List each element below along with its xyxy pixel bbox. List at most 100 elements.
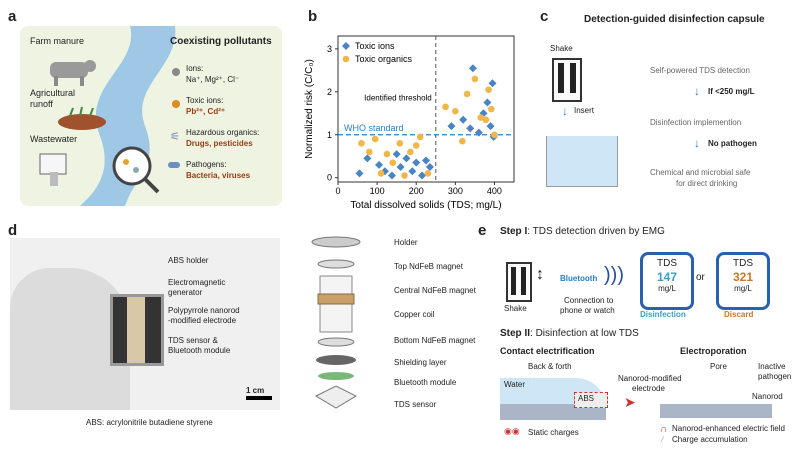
panel-a-illustration <box>39 26 176 206</box>
y-tick-label: 2 <box>327 87 332 97</box>
toxic-organics-point <box>485 86 492 93</box>
electroporation-heading: Electroporation <box>680 346 747 356</box>
toxic-organics-point <box>401 172 408 179</box>
step-arrow-icon-1: ↓ <box>694 84 700 98</box>
exploded-copper-coil: Copper coil <box>394 310 435 319</box>
toxic-organics-point <box>442 103 449 111</box>
step2-bold: Step II <box>500 328 531 339</box>
toxic-organics-point <box>488 105 495 113</box>
photo-caption: ABS: acrylonitrile butadiene styrene <box>86 418 213 427</box>
pollutant-pathogens-detail: Bacteria, viruses <box>186 171 251 180</box>
abs-block <box>574 392 608 408</box>
photo-label-emg-1: Electromagnetic <box>168 278 226 287</box>
photo-label-electrode-2: -modified electrode <box>168 316 237 325</box>
pollutant-ions-detail: Na⁺, Mg²⁺, Cl⁻ <box>186 75 240 84</box>
panel-c-label: c <box>540 8 549 25</box>
toxic-ions-point <box>402 154 411 163</box>
capsule-step-drinking: for direct drinking <box>676 179 738 188</box>
toxic-organics-point <box>452 107 459 115</box>
tds-display-bad: TDS 321 mg/L <box>716 252 770 310</box>
wastewater-outlet-icon <box>39 153 67 186</box>
scale-bar-label: 1 cm <box>246 386 265 395</box>
step1-bold: Step I <box>500 226 528 237</box>
toxic-ions-point <box>375 160 384 169</box>
nanorod-electrode-line-2: electrode <box>632 384 665 393</box>
river-stream <box>80 26 176 206</box>
step1-heading: Step I: TDS detection driven by EMG <box>500 226 665 238</box>
orange-ion-icon <box>172 100 180 108</box>
bluetooth-label: Bluetooth <box>560 274 598 283</box>
exploded-view <box>296 236 376 416</box>
panel-b-label: b <box>308 8 318 25</box>
water-label: Water <box>504 380 526 389</box>
water-cup <box>546 136 618 187</box>
toxic-ions-point <box>412 158 421 167</box>
toxic-organics-point <box>365 148 373 156</box>
capsule-step-condition: If <250 mg/L <box>708 87 755 96</box>
accumulation-icon: ⁄ <box>662 435 664 444</box>
toxic-organics-point <box>424 170 432 177</box>
exploded-bluetooth: Bluetooth module <box>394 378 457 387</box>
toxic-ions-point <box>459 115 468 124</box>
toxic-ions-point <box>488 79 497 88</box>
static-charges-label: Static charges <box>528 428 579 437</box>
connection-line-2: phone or watch <box>560 306 615 315</box>
nanorod-label: Nanorod <box>752 392 783 401</box>
electrode-base <box>500 404 606 420</box>
toxic-organics-point <box>396 140 404 147</box>
signal-waves-icon: ))) <box>604 264 624 286</box>
capsule-step-safe: Chemical and microbial safe <box>650 168 751 177</box>
exploded-tds-sensor: TDS sensor <box>394 400 437 409</box>
gray-ion-icon <box>172 68 180 76</box>
who-annotation: WHO standard <box>344 123 404 133</box>
toxic-organics-point <box>416 133 424 141</box>
soil-runoff-icon <box>58 106 106 130</box>
transition-arrow-icon: ➤ <box>624 394 636 410</box>
source-farm-manure: Farm manure <box>30 36 85 46</box>
inactive-line-1: Inactive <box>758 362 786 371</box>
exploded-view-svg <box>311 236 361 409</box>
tds-bad-label: TDS <box>733 258 753 269</box>
legend-toxic-organics-label: Toxic organics <box>355 54 413 64</box>
exploded-bottom-magnet: Bottom NdFeB magnet <box>394 336 476 345</box>
pollutant-organics-title: Hazardous organics: <box>186 128 260 137</box>
plot-frame <box>337 35 515 183</box>
toxic-organics-point <box>412 142 420 149</box>
toxic-ions-point <box>363 154 372 163</box>
electroporation-base <box>660 404 772 418</box>
toxic-ions-point <box>355 169 364 178</box>
contact-diagram <box>500 378 608 420</box>
emg-device-icon <box>506 262 532 302</box>
panel-d-label: d <box>8 222 18 239</box>
y-tick-label: 3 <box>327 44 332 54</box>
scale-bar <box>246 396 272 400</box>
toxic-organics-point <box>383 150 391 158</box>
pore-label: Pore <box>710 362 727 371</box>
legend-toxic-organics-marker <box>342 55 350 63</box>
photo-label-emg-2: generator <box>168 288 203 297</box>
toxic-organics-point <box>477 114 485 121</box>
tds-bad-value: 321 <box>732 270 754 284</box>
toxic-organics-point <box>491 131 498 139</box>
source-runoff-text: Agricultural runoff <box>30 88 76 109</box>
or-label: or <box>696 272 705 283</box>
static-charge-icon: ◉◉ <box>504 426 520 436</box>
step2-heading: Step II: Disinfection at low TDS <box>500 328 639 340</box>
shake-arrow-icon: ↕ <box>536 266 544 283</box>
toxic-ions-point <box>474 128 483 137</box>
y-tick-label: 0 <box>327 173 332 183</box>
toxic-ions-point <box>392 150 401 159</box>
pollutant-ions-title: Ions: <box>186 64 204 73</box>
capsule-step-detection: Self-powered TDS detection <box>650 66 750 75</box>
photo-label-sensor-1: TDS sensor & <box>168 336 218 345</box>
x-tick-label: 0 <box>335 186 340 196</box>
toxic-organics-point <box>407 148 414 156</box>
x-tick-label: 100 <box>370 186 385 196</box>
disinfection-label: Disinfection <box>640 310 686 319</box>
tds-bad-unit: mg/L <box>734 284 752 293</box>
discard-label: Discard <box>724 310 754 319</box>
nanorod-electrode-line-1: Nanorod-modified <box>618 374 682 383</box>
tds-display-good: TDS 147 mg/L <box>640 252 694 310</box>
